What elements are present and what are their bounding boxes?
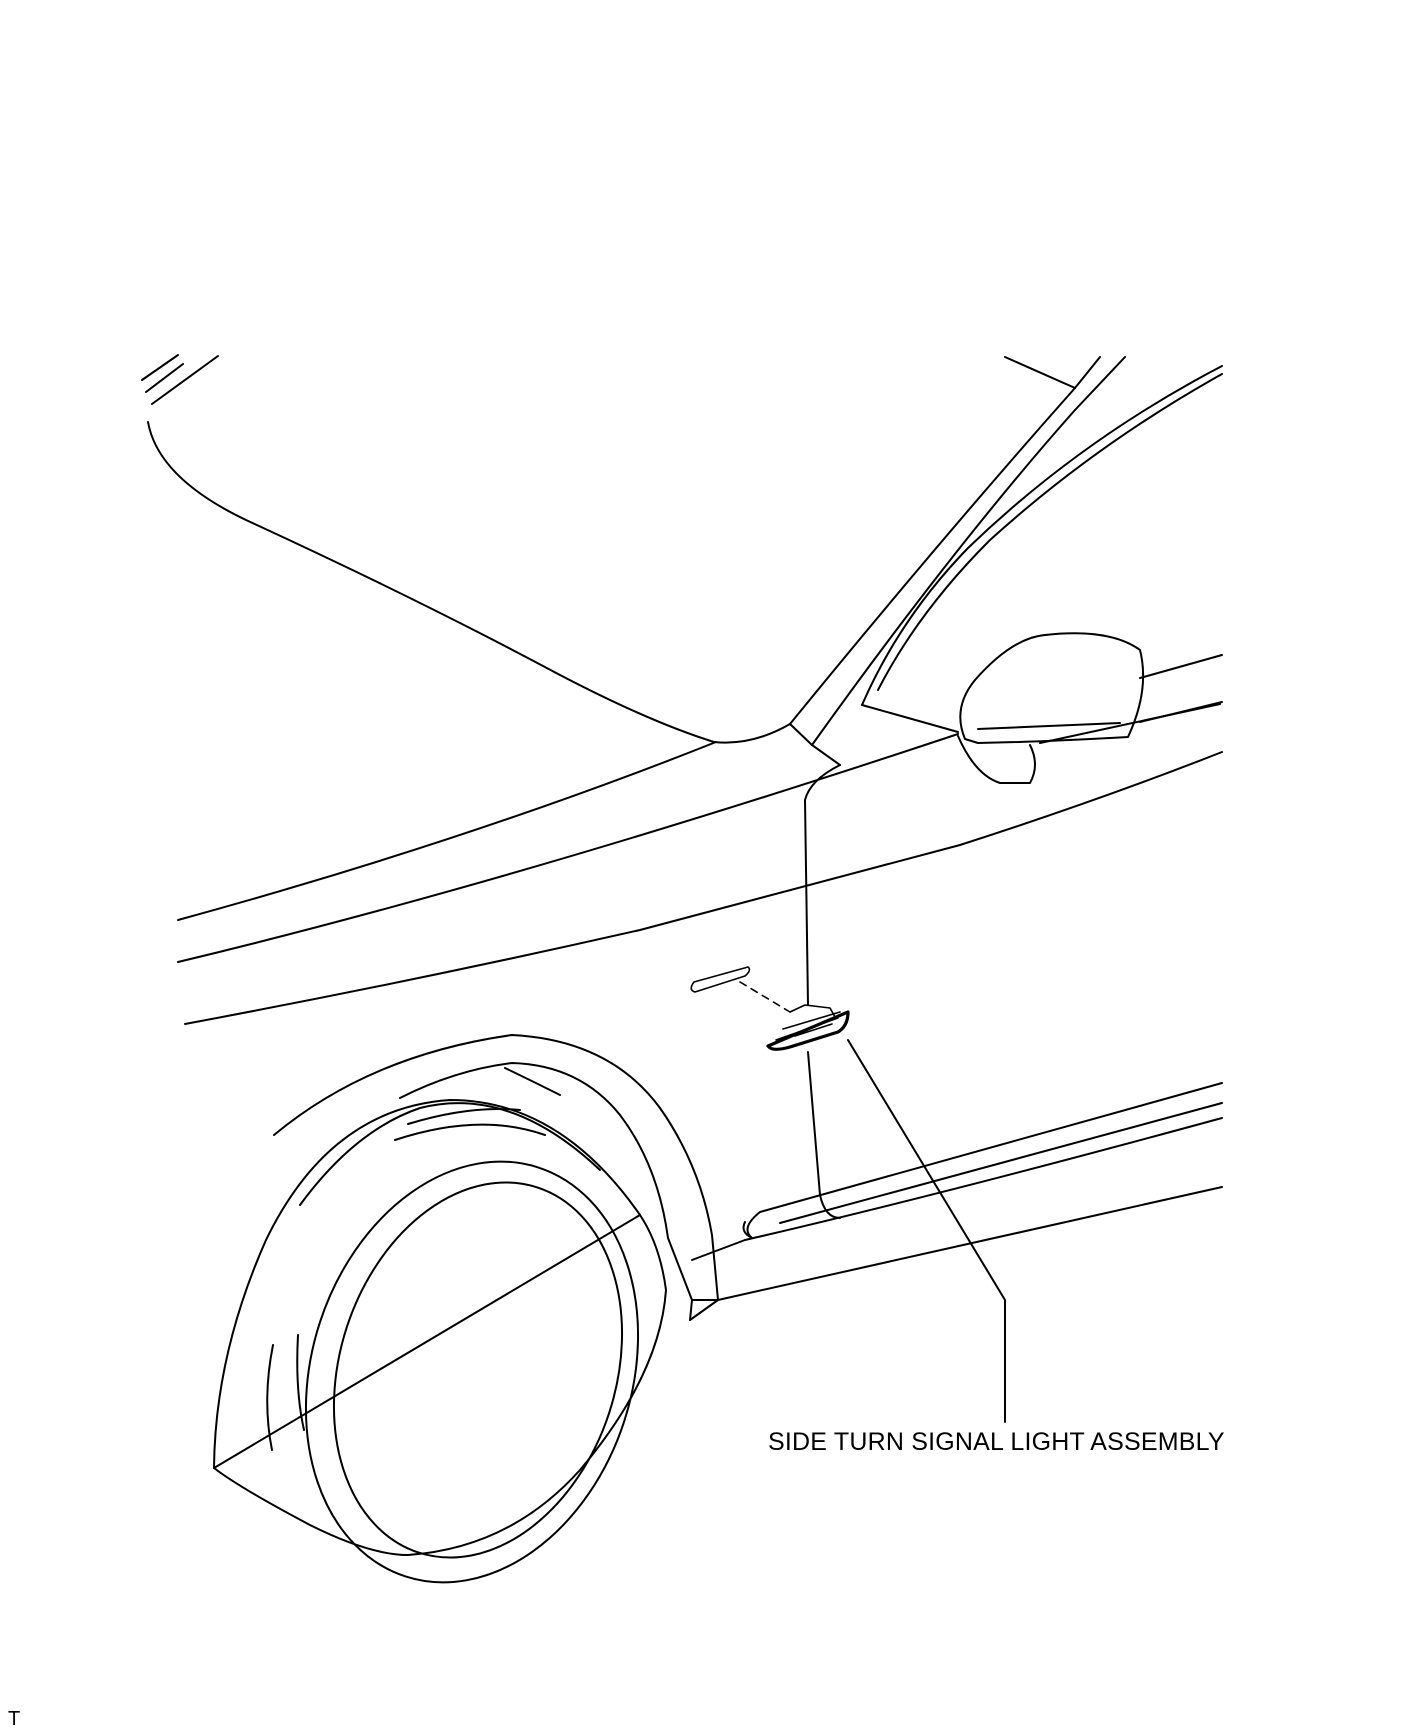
mounting-hole xyxy=(690,966,751,993)
side-mirror xyxy=(957,632,1221,784)
callout-leader-line xyxy=(847,1039,1006,1423)
a-pillar-windshield xyxy=(789,356,1223,766)
wheel-arch xyxy=(273,1034,719,1321)
fender-shoulder-lines xyxy=(177,733,1223,1025)
door-gap-line xyxy=(804,764,841,1219)
side-turn-signal-lamp xyxy=(766,1004,850,1051)
beltline xyxy=(861,654,1223,733)
callout-label-side-turn-signal-light-assembly: SIDE TURN SIGNAL LIGHT ASSEMBLY xyxy=(768,1428,1225,1456)
corner-code: T xyxy=(8,1708,21,1730)
hood xyxy=(141,354,791,744)
wheel-rim xyxy=(304,1160,640,1584)
install-guide-dashed-line xyxy=(739,981,791,1013)
tire xyxy=(213,1099,667,1556)
rocker-panel xyxy=(691,1082,1223,1301)
wheel-rim-inner xyxy=(332,1181,624,1559)
